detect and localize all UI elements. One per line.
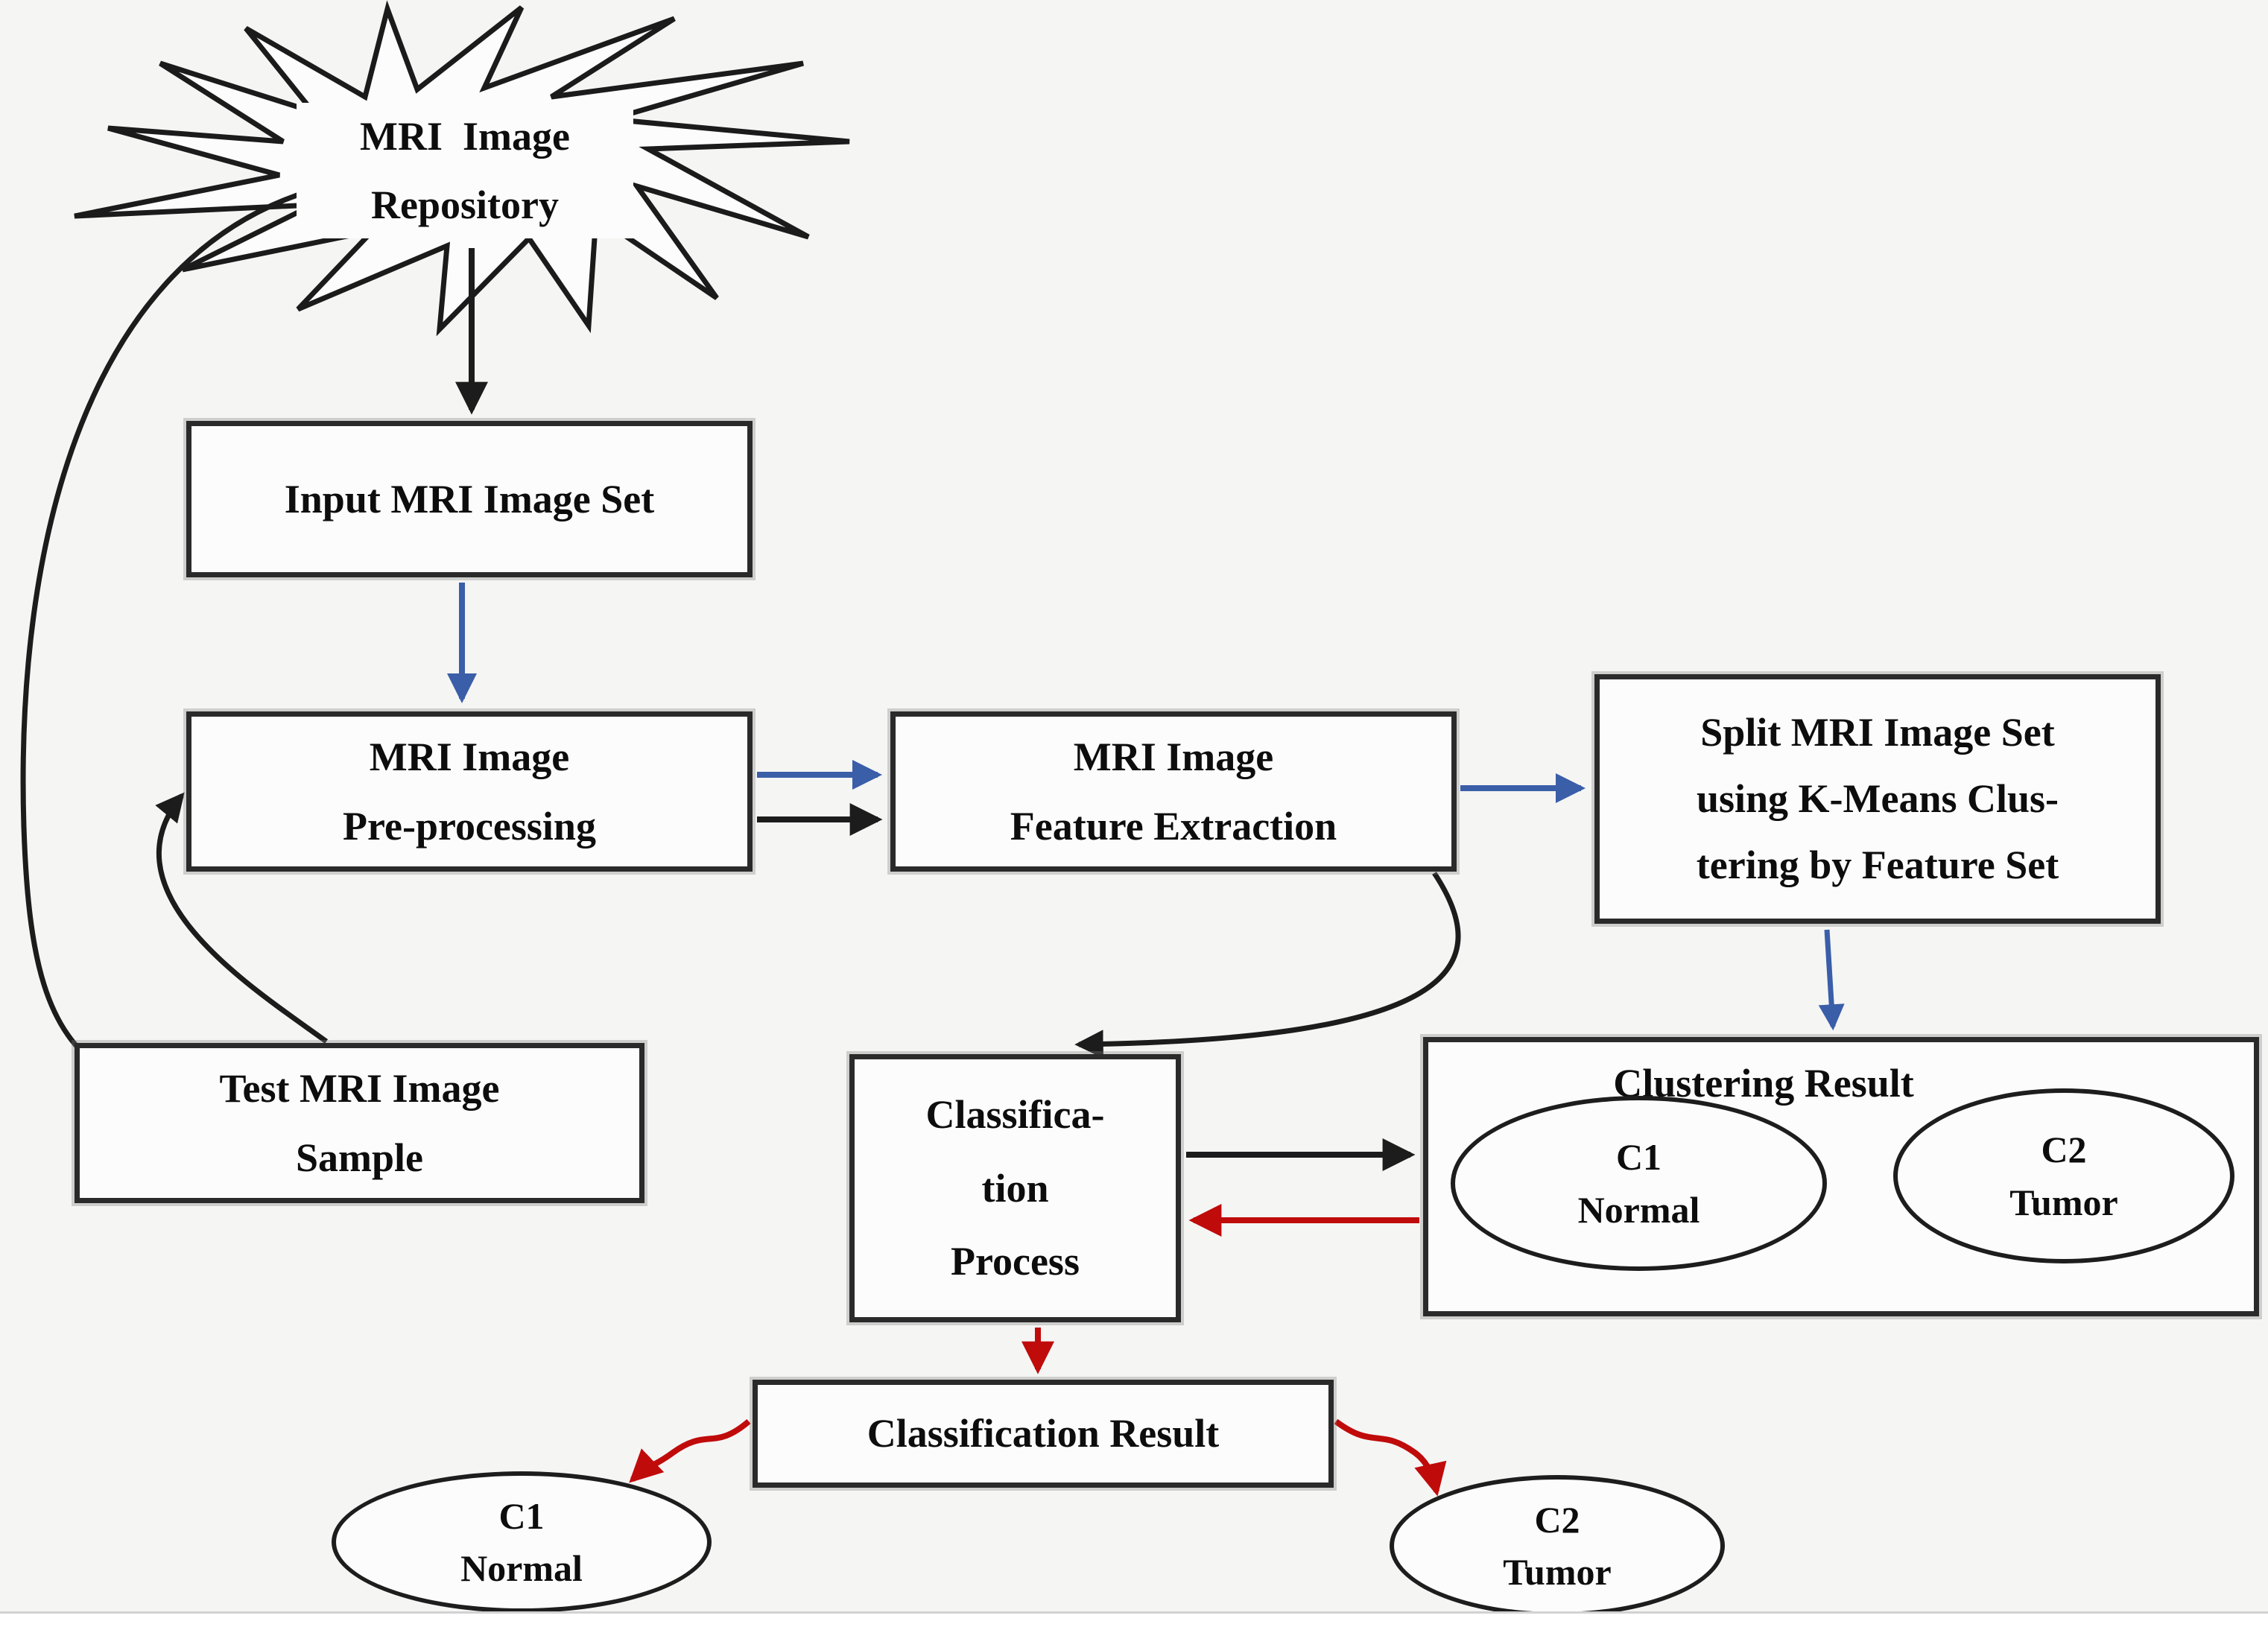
feature-extraction-label-line1: MRI Image [1073,734,1274,779]
classification-process-node: Classifica- tion Process [849,1054,1181,1322]
input-mri-image-set-node: Input MRI Image Set [186,421,753,577]
cluster-c2-ellipse: C2 Tumor [1893,1088,2234,1263]
cluster-c1-label-line1: C1 [1615,1136,1662,1178]
classification-process-label-line1: Classifica- [925,1091,1105,1137]
cluster-c2-label-line2: Tumor [2009,1181,2118,1223]
split-kmeans-label-line1: Split MRI Image Set [1700,710,2055,755]
preprocessing-label-line2: Pre-processing [343,803,596,849]
classification-result-label: Classification Result [867,1411,1220,1456]
test-sample-label-line2: Sample [295,1135,424,1180]
classification-result-node: Classification Result [753,1380,1334,1488]
feature-extraction-label-line2: Feature Extraction [1010,803,1337,849]
arrow-result-to-final-c2 [1334,1418,1447,1497]
cluster-c2-label-line1: C2 [2041,1129,2087,1170]
clustering-result-container: Clustering Result C1 Normal C2 Tumor [1423,1037,2259,1316]
preprocessing-label-line1: MRI Image [369,734,570,779]
repository-label-line2: Repository [371,183,559,227]
final-c2-ellipse: C2 Tumor [1390,1475,1725,1617]
final-c1-label-line1: C1 [498,1494,545,1537]
split-kmeans-label-line2: using K-Means Clus- [1696,776,2059,822]
cluster-c1-ellipse: C1 Normal [1451,1096,1827,1271]
test-sample-label-line1: Test MRI Image [219,1065,500,1111]
split-kmeans-node: Split MRI Image Set using K-Means Clus- … [1594,674,2161,924]
final-c1-label-line2: Normal [460,1547,583,1589]
preprocessing-node: MRI Image Pre-processing [186,711,753,872]
arrow-feature-to-classification-curve [1074,872,1461,1059]
split-kmeans-label-line3: tering by Feature Set [1696,842,2059,887]
final-c2-label-line2: Tumor [1503,1551,1612,1593]
final-c2-label-line1: C2 [1534,1498,1580,1541]
input-set-label: Input MRI Image Set [284,476,655,521]
feature-extraction-node: MRI Image Feature Extraction [890,711,1457,872]
repository-node: MRI Image Repository [297,103,633,238]
arrow-repository-to-test-curve [20,187,314,1074]
test-sample-node: Test MRI Image Sample [75,1043,644,1203]
classification-process-label-line3: Process [951,1239,1080,1284]
classification-process-label-line2: tion [981,1165,1049,1211]
repository-label-line1: MRI Image [360,114,570,159]
arrow-split-to-clustering [1818,929,1845,1031]
final-c1-ellipse: C1 Normal [332,1471,712,1613]
cluster-c1-label-line2: Normal [1577,1188,1700,1231]
arrow-test-to-preprocessing-curve [155,792,329,1044]
figure-bottom-border [0,1611,2268,1630]
arrow-result-to-final-c1 [629,1418,751,1483]
